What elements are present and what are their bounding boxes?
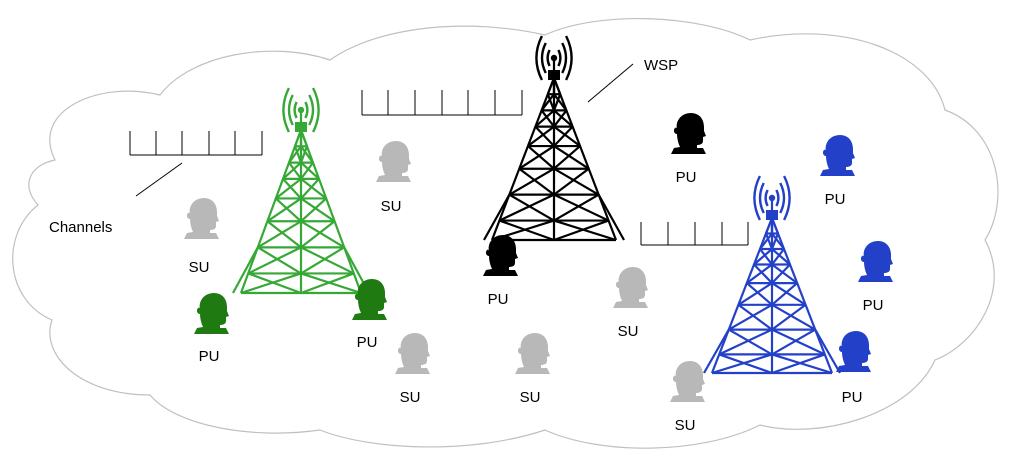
primary-user: PU: [858, 241, 893, 314]
su-label: SU: [189, 259, 210, 276]
user-head-icon: [483, 235, 518, 276]
channel-bar: [640, 222, 749, 246]
user-head-icon: [395, 333, 430, 374]
cell-tower: [232, 87, 370, 295]
user-head-icon: [670, 361, 705, 402]
user-head-icon: [376, 141, 411, 182]
cell-tower-icon: [232, 87, 370, 295]
su-label: SU: [520, 389, 541, 406]
secondary-user: SU: [515, 333, 550, 406]
primary-user: PU: [352, 279, 387, 351]
primary-user: PU: [820, 135, 855, 208]
user-head-icon: [613, 267, 648, 308]
su-label: SU: [675, 417, 696, 434]
primary-user: PU: [671, 113, 706, 186]
pu-label: PU: [825, 191, 846, 208]
channels-label: Channels: [49, 219, 112, 236]
cell-tower: [483, 35, 625, 242]
wsp-pointer-line: [587, 63, 634, 103]
secondary-user: SU: [670, 361, 705, 434]
pu-label: PU: [199, 348, 220, 365]
secondary-user: SU: [184, 198, 219, 276]
secondary-user: SU: [395, 333, 430, 406]
secondary-user: SU: [376, 141, 411, 215]
channel-bar: [361, 90, 523, 116]
cell-tower-icon: [483, 35, 625, 242]
su-label: SU: [618, 323, 639, 340]
su-label: SU: [400, 389, 421, 406]
user-head-icon: [184, 198, 219, 239]
cell-tower-icon: [703, 175, 841, 375]
wsp-label: WSP: [644, 57, 678, 74]
primary-user: PU: [483, 235, 518, 308]
secondary-user: SU: [613, 267, 648, 340]
user-head-icon: [194, 293, 229, 334]
channel-bar: [129, 131, 263, 156]
channels-pointer-line: [135, 162, 183, 197]
user-head-icon: [820, 135, 855, 176]
pu-label: PU: [842, 389, 863, 406]
cell-tower: [703, 175, 841, 375]
primary-user: PU: [836, 331, 871, 406]
user-head-icon: [836, 331, 871, 372]
pu-label: PU: [863, 297, 884, 314]
pu-label: PU: [676, 169, 697, 186]
pu-label: PU: [488, 291, 509, 308]
primary-user: PU: [194, 293, 229, 365]
su-label: SU: [381, 198, 402, 215]
user-head-icon: [858, 241, 893, 282]
user-head-icon: [671, 113, 706, 154]
pu-label: PU: [357, 334, 378, 351]
user-head-icon: [515, 333, 550, 374]
network-cloud: [12, 17, 999, 449]
